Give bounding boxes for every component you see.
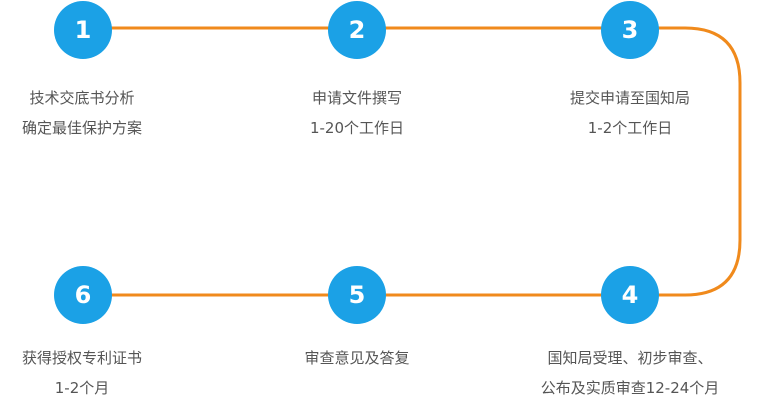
step-3-circle: 3 (601, 1, 659, 59)
step-4-circle: 4 (601, 266, 659, 324)
step-3-title: 提交申请至国知局 (569, 89, 691, 107)
step-5-label: 审查意见及答复 (304, 343, 409, 373)
step-6-duration: 1-2个月 (54, 379, 110, 397)
step-5-title: 审查意见及答复 (304, 349, 410, 367)
step-1-circle: 1 (54, 1, 112, 59)
step-2-circle: 2 (328, 1, 386, 59)
step-4-detail: 公布及实质审查12-24个月 (540, 379, 720, 397)
step-6-label: 获得授权专利证书 1-2个月 (22, 343, 142, 403)
step-4-title: 国知局受理、初步审查、 (547, 349, 713, 367)
step-4-label: 国知局受理、初步审查、 公布及实质审查12-24个月 (541, 343, 720, 403)
step-2-label: 申请文件撰写 1-20个工作日 (310, 83, 404, 143)
step-1-title: 技术交底书分析 (29, 89, 135, 107)
step-5-circle: 5 (328, 266, 386, 324)
step-3-duration: 1-2个工作日 (587, 119, 673, 137)
step-6-title: 获得授权专利证书 (21, 349, 143, 367)
step-2-title: 申请文件撰写 (311, 89, 403, 107)
step-2-duration: 1-20个工作日 (309, 119, 405, 137)
step-1-label: 技术交底书分析 确定最佳保护方案 (22, 83, 142, 143)
step-1-detail: 确定最佳保护方案 (21, 119, 143, 137)
step-6-circle: 6 (54, 266, 112, 324)
step-3-label: 提交申请至国知局 1-2个工作日 (570, 83, 690, 143)
